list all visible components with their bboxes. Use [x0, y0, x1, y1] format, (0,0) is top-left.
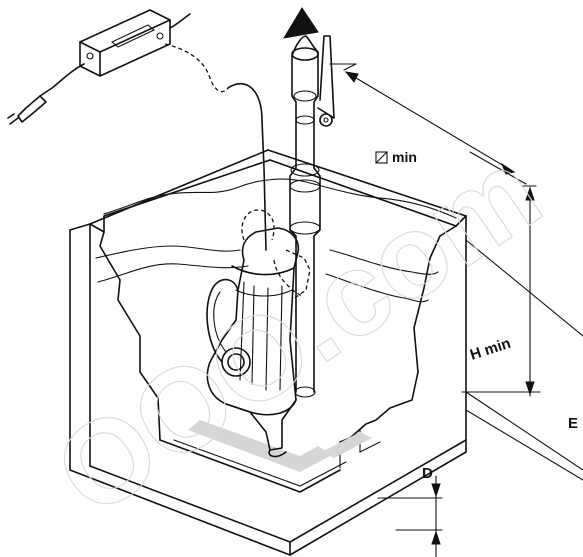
float-cable — [227, 82, 267, 251]
cable-dashed — [164, 43, 229, 93]
width-min-label: min — [392, 149, 417, 165]
watermark: OOO.com — [33, 124, 563, 541]
flow-direction-arrow-icon — [283, 7, 319, 39]
discharge-pipe — [289, 35, 335, 398]
cable-to-plug — [39, 63, 85, 97]
cable-top — [169, 13, 191, 29]
width-dimension — [329, 63, 527, 185]
floor-shading-right — [322, 432, 372, 458]
depth-dimension — [377, 475, 443, 557]
depth-label: D — [422, 465, 433, 482]
sump-chamber — [69, 149, 467, 556]
submersible-pump — [206, 209, 311, 458]
water-levels — [95, 178, 457, 303]
power-plug-icon — [7, 95, 47, 125]
height-min-label: H min — [468, 335, 513, 364]
control-box — [79, 9, 171, 77]
e-label: E — [568, 415, 578, 432]
height-dimension — [461, 185, 583, 481]
floor-shading — [188, 420, 332, 472]
